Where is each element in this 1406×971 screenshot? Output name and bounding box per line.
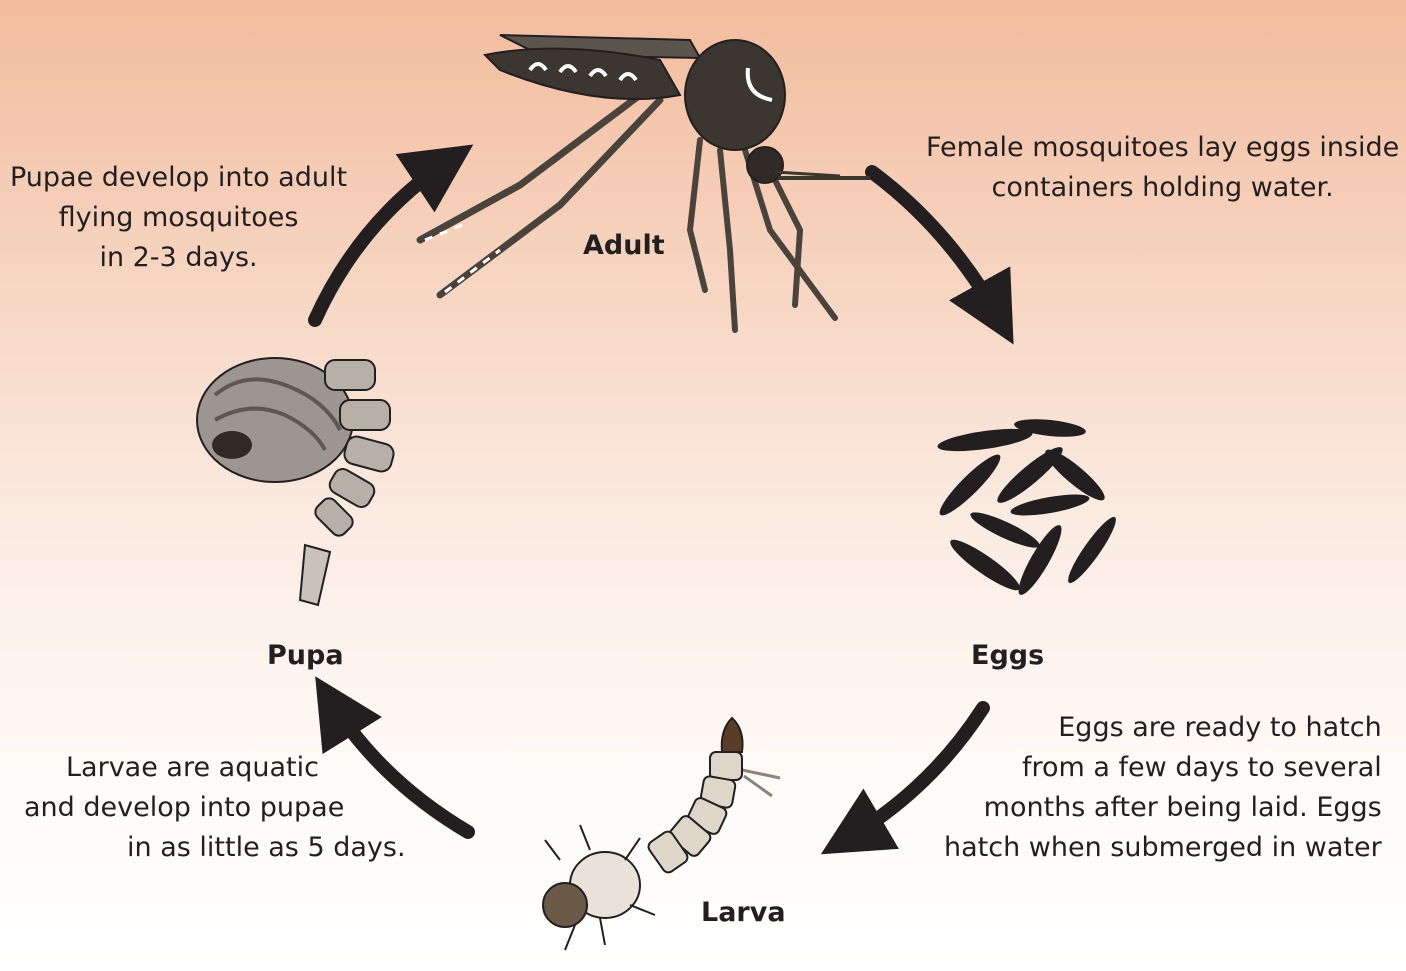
description-line: containers holding water.: [926, 168, 1399, 208]
description-line: Eggs are ready to hatch: [944, 708, 1382, 748]
mosquito-adult-icon: [420, 35, 870, 330]
description-line: from a few days to several: [944, 748, 1382, 788]
description-adult-to-eggs: Female mosquitoes lay eggs inside contai…: [926, 128, 1399, 208]
description-line: flying mosquitoes: [10, 198, 347, 238]
description-pupa-to-adult: Pupae develop into adult flying mosquito…: [10, 158, 347, 278]
eggs-icon: [934, 416, 1122, 599]
description-line: and develop into pupae: [24, 788, 406, 828]
description-eggs-to-larva: Eggs are ready to hatch from a few days …: [944, 708, 1382, 868]
stage-label-eggs: Eggs: [971, 640, 1044, 671]
description-line: months after being laid. Eggs: [944, 788, 1382, 828]
description-line: Female mosquitoes lay eggs inside: [926, 128, 1399, 168]
stage-label-adult: Adult: [583, 230, 665, 261]
stage-label-pupa: Pupa: [267, 640, 344, 671]
description-larva-to-pupa: Larvae are aquatic and develop into pupa…: [24, 748, 406, 868]
description-line: Pupae develop into adult: [10, 158, 347, 198]
description-line: Larvae are aquatic: [24, 748, 406, 788]
description-line: hatch when submerged in water: [944, 828, 1382, 868]
description-line: in 2-3 days.: [10, 238, 347, 278]
pupa-icon: [197, 358, 396, 605]
description-line: in as little as 5 days.: [24, 828, 406, 868]
stage-label-larva: Larva: [701, 897, 786, 928]
